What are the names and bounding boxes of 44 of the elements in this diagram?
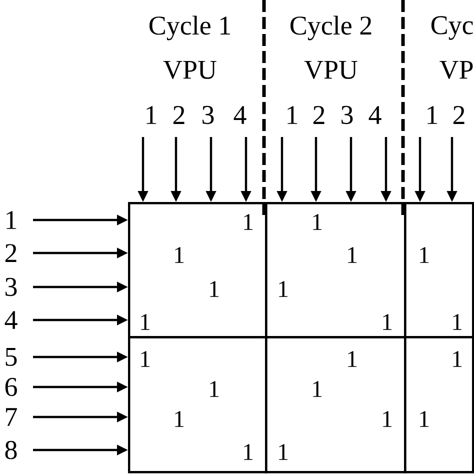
matrix-entry: 1 [313, 381, 322, 397]
matrix-entry: 1 [175, 411, 184, 427]
matrix-entry: 1 [279, 444, 288, 460]
matrix-entry: 1 [279, 281, 288, 297]
matrix-entry: 1 [210, 281, 219, 297]
unit-label: VPU [304, 60, 358, 80]
row-number: 2 [5, 244, 16, 262]
matrix-entry: 1 [453, 314, 462, 330]
cycle-heading: Cyc [431, 16, 473, 40]
row-number: 7 [6, 408, 17, 426]
row-number: 8 [5, 440, 17, 460]
matrix-entry: 1 [383, 314, 392, 330]
matrix-entry: 1 [453, 351, 462, 367]
matrix-entry: 1 [244, 214, 253, 230]
column-number: 1 [288, 106, 298, 124]
matrix-entry: 1 [348, 351, 357, 367]
row-number: 1 [6, 211, 16, 229]
column-number: 2 [173, 106, 184, 124]
column-number: 1 [428, 106, 438, 124]
column-number: 3 [202, 106, 214, 124]
row-number: 3 [6, 278, 17, 296]
matrix-entry: 1 [420, 247, 429, 263]
row-number: 5 [6, 348, 17, 366]
matrix-entry: 1 [313, 214, 322, 230]
matrix-entry: 1 [141, 351, 150, 367]
matrix-entry: 1 [141, 314, 150, 330]
cycle-heading: Cycle 1 [150, 16, 230, 40]
column-number: 4 [234, 106, 246, 124]
row-number: 4 [4, 311, 18, 329]
matrix-entry: 1 [244, 444, 253, 460]
column-number: 3 [342, 106, 353, 124]
cycle-heading: Cycle 2 [290, 16, 372, 40]
matrix-entry: 1 [175, 247, 184, 263]
column-number: 2 [313, 106, 324, 124]
column-number: 4 [368, 106, 382, 124]
matrix-entry: 1 [210, 381, 219, 397]
matrix-entry: 1 [420, 411, 429, 427]
matrix-entry: 1 [348, 247, 357, 263]
column-number: 1 [146, 106, 156, 124]
row-number: 6 [5, 378, 17, 396]
unit-label: VP [440, 60, 473, 80]
matrix-entry: 1 [383, 411, 392, 427]
column-number: 2 [453, 106, 464, 124]
unit-label: VPU [163, 60, 216, 80]
